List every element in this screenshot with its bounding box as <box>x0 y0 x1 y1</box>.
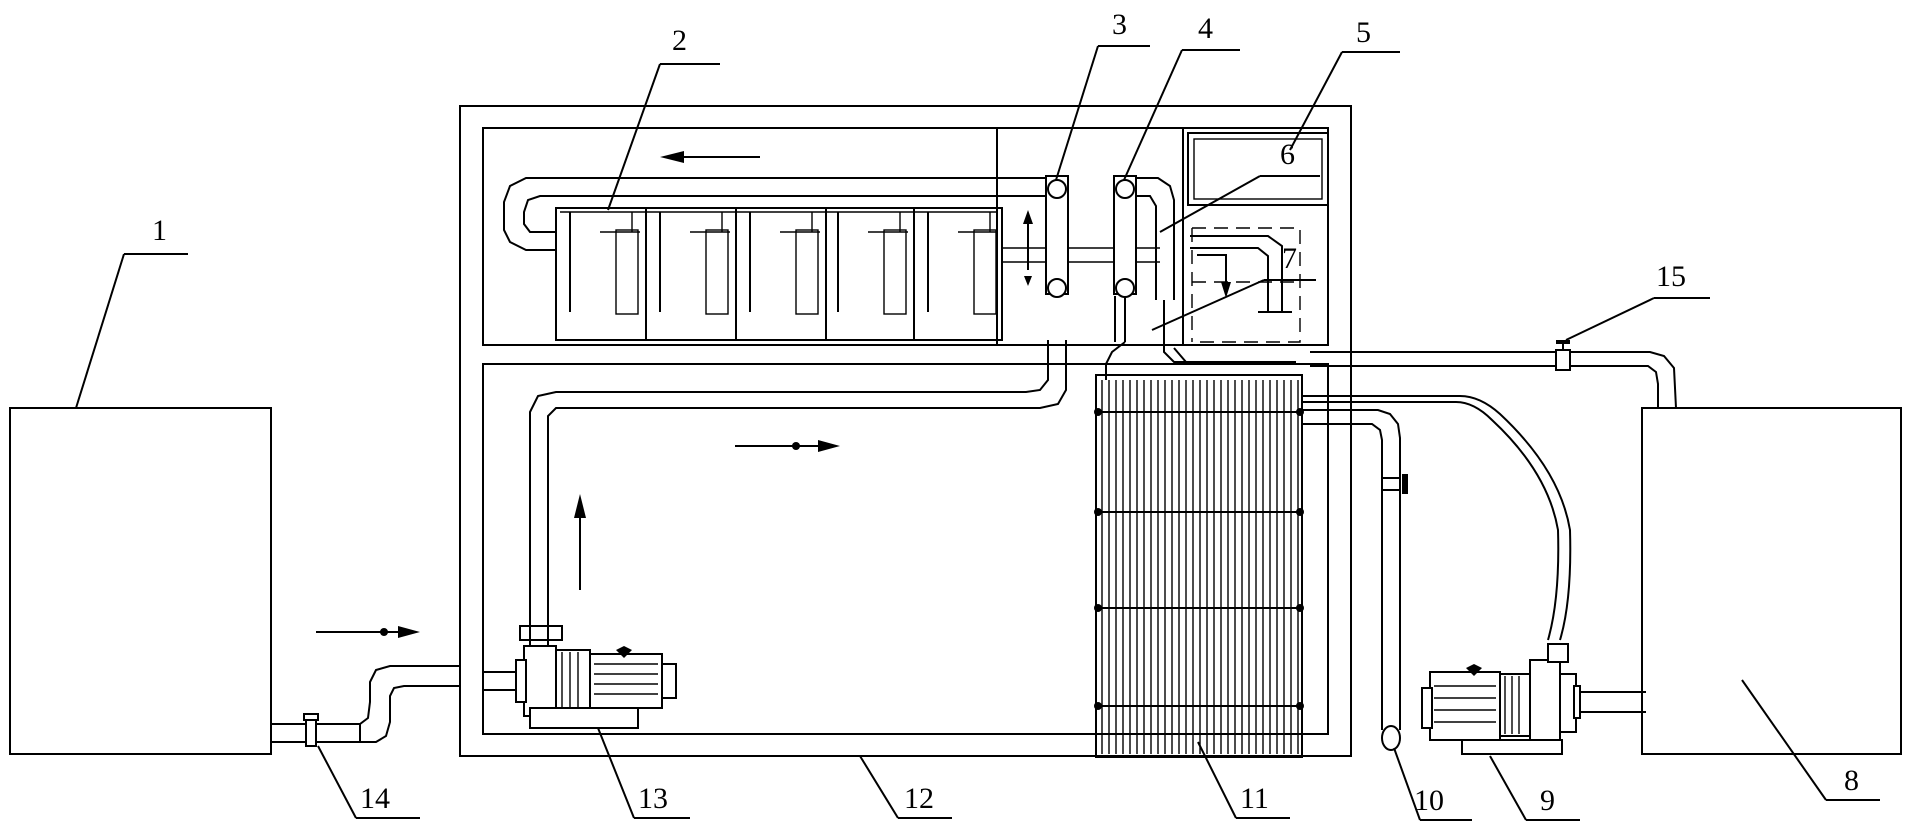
label-2: 2 <box>672 24 687 57</box>
label-5: 5 <box>1356 16 1371 49</box>
label-9: 9 <box>1540 784 1555 817</box>
main-cabinet <box>459 105 1352 757</box>
label-15: 15 <box>1656 260 1686 293</box>
label-10: 10 <box>1414 784 1444 817</box>
outlet-pipe <box>1173 340 1677 409</box>
left-tank <box>9 407 272 755</box>
label-7: 7 <box>1282 242 1297 275</box>
inlet-pipe <box>271 626 460 747</box>
label-11: 11 <box>1240 782 1269 815</box>
labels: 1 2 3 4 5 6 7 15 8 9 10 11 12 13 14 <box>152 8 1859 817</box>
transfer-pipe <box>529 300 1290 620</box>
plate-module <box>1094 374 1304 758</box>
label-8: 8 <box>1844 764 1859 797</box>
label-13: 13 <box>638 782 668 815</box>
discharge-pipe <box>1302 409 1408 751</box>
leader-lines <box>75 45 1880 821</box>
feed-hose <box>1302 395 1572 641</box>
label-12: 12 <box>904 782 934 815</box>
right-tank <box>1641 407 1902 755</box>
electrolytic-cell-row <box>555 207 1003 341</box>
control-box <box>1187 132 1329 206</box>
label-3: 3 <box>1112 8 1127 41</box>
column-3 <box>1023 175 1069 298</box>
label-1: 1 <box>152 214 167 247</box>
left-pump <box>484 618 677 729</box>
label-6: 6 <box>1280 138 1295 171</box>
label-14: 14 <box>360 782 390 815</box>
right-pump <box>1421 643 1646 755</box>
label-4: 4 <box>1198 12 1213 45</box>
